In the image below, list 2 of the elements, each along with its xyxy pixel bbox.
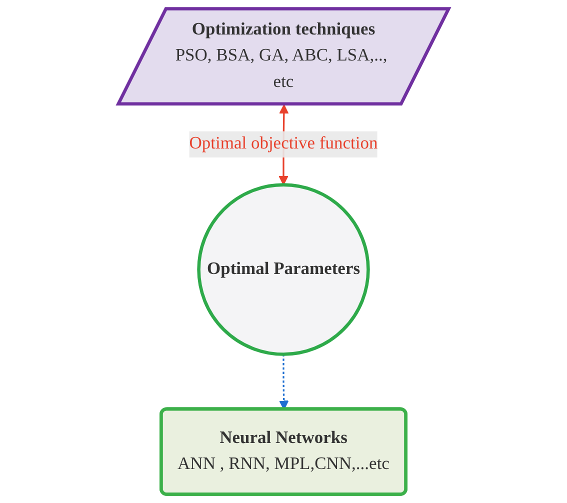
edge-label: Optimal objective function bbox=[189, 134, 378, 154]
node-circle: Optimal Parameters bbox=[197, 183, 370, 356]
